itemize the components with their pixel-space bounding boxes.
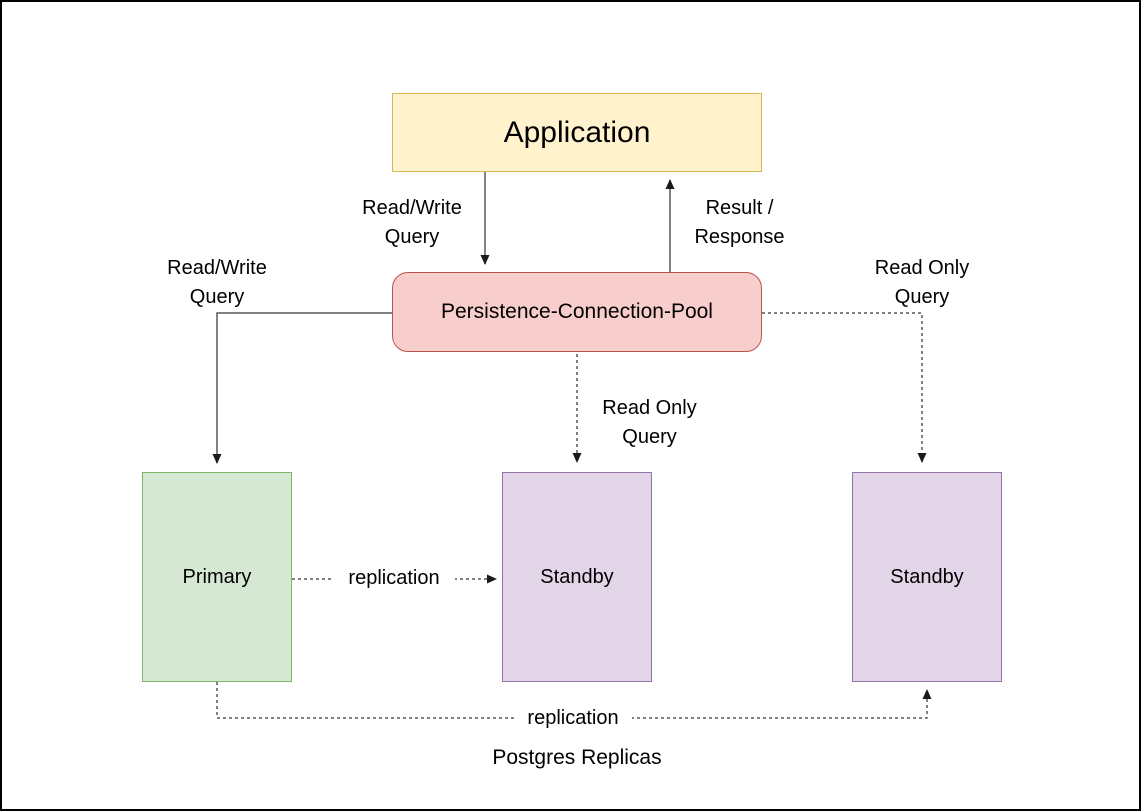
edge-label-read-write-query-left: Read/Write Query (167, 257, 267, 308)
node-standby-right: Standby (852, 472, 1002, 682)
edge-pool-to-standby-2 (762, 312, 927, 463)
edge-label-read-only-query-right: Read Only Query (874, 257, 970, 308)
edge-pool-to-primary (212, 312, 392, 464)
node-standby-middle-label: Standby (540, 565, 614, 588)
edge-label-replication-bottom: replication (514, 704, 632, 733)
edge-label-result-response: Result / Response (694, 197, 785, 248)
node-primary-label: Primary (182, 565, 252, 588)
edge-label-replication-middle: replication (333, 564, 455, 593)
node-persistence-connection-pool: Persistence-Connection-Pool (392, 272, 762, 352)
node-application: Application (392, 93, 762, 172)
node-application-label: Application (503, 115, 651, 149)
diagram-caption: Postgres Replicas (492, 746, 662, 769)
edge-label-read-write-query-top: Read/Write Query (362, 197, 462, 248)
node-pool-label: Persistence-Connection-Pool (441, 300, 713, 323)
node-standby-middle: Standby (502, 472, 652, 682)
node-standby-right-label: Standby (890, 565, 964, 588)
edge-label-read-only-query-middle: Read Only Query (602, 397, 697, 448)
node-primary: Primary (142, 472, 292, 682)
